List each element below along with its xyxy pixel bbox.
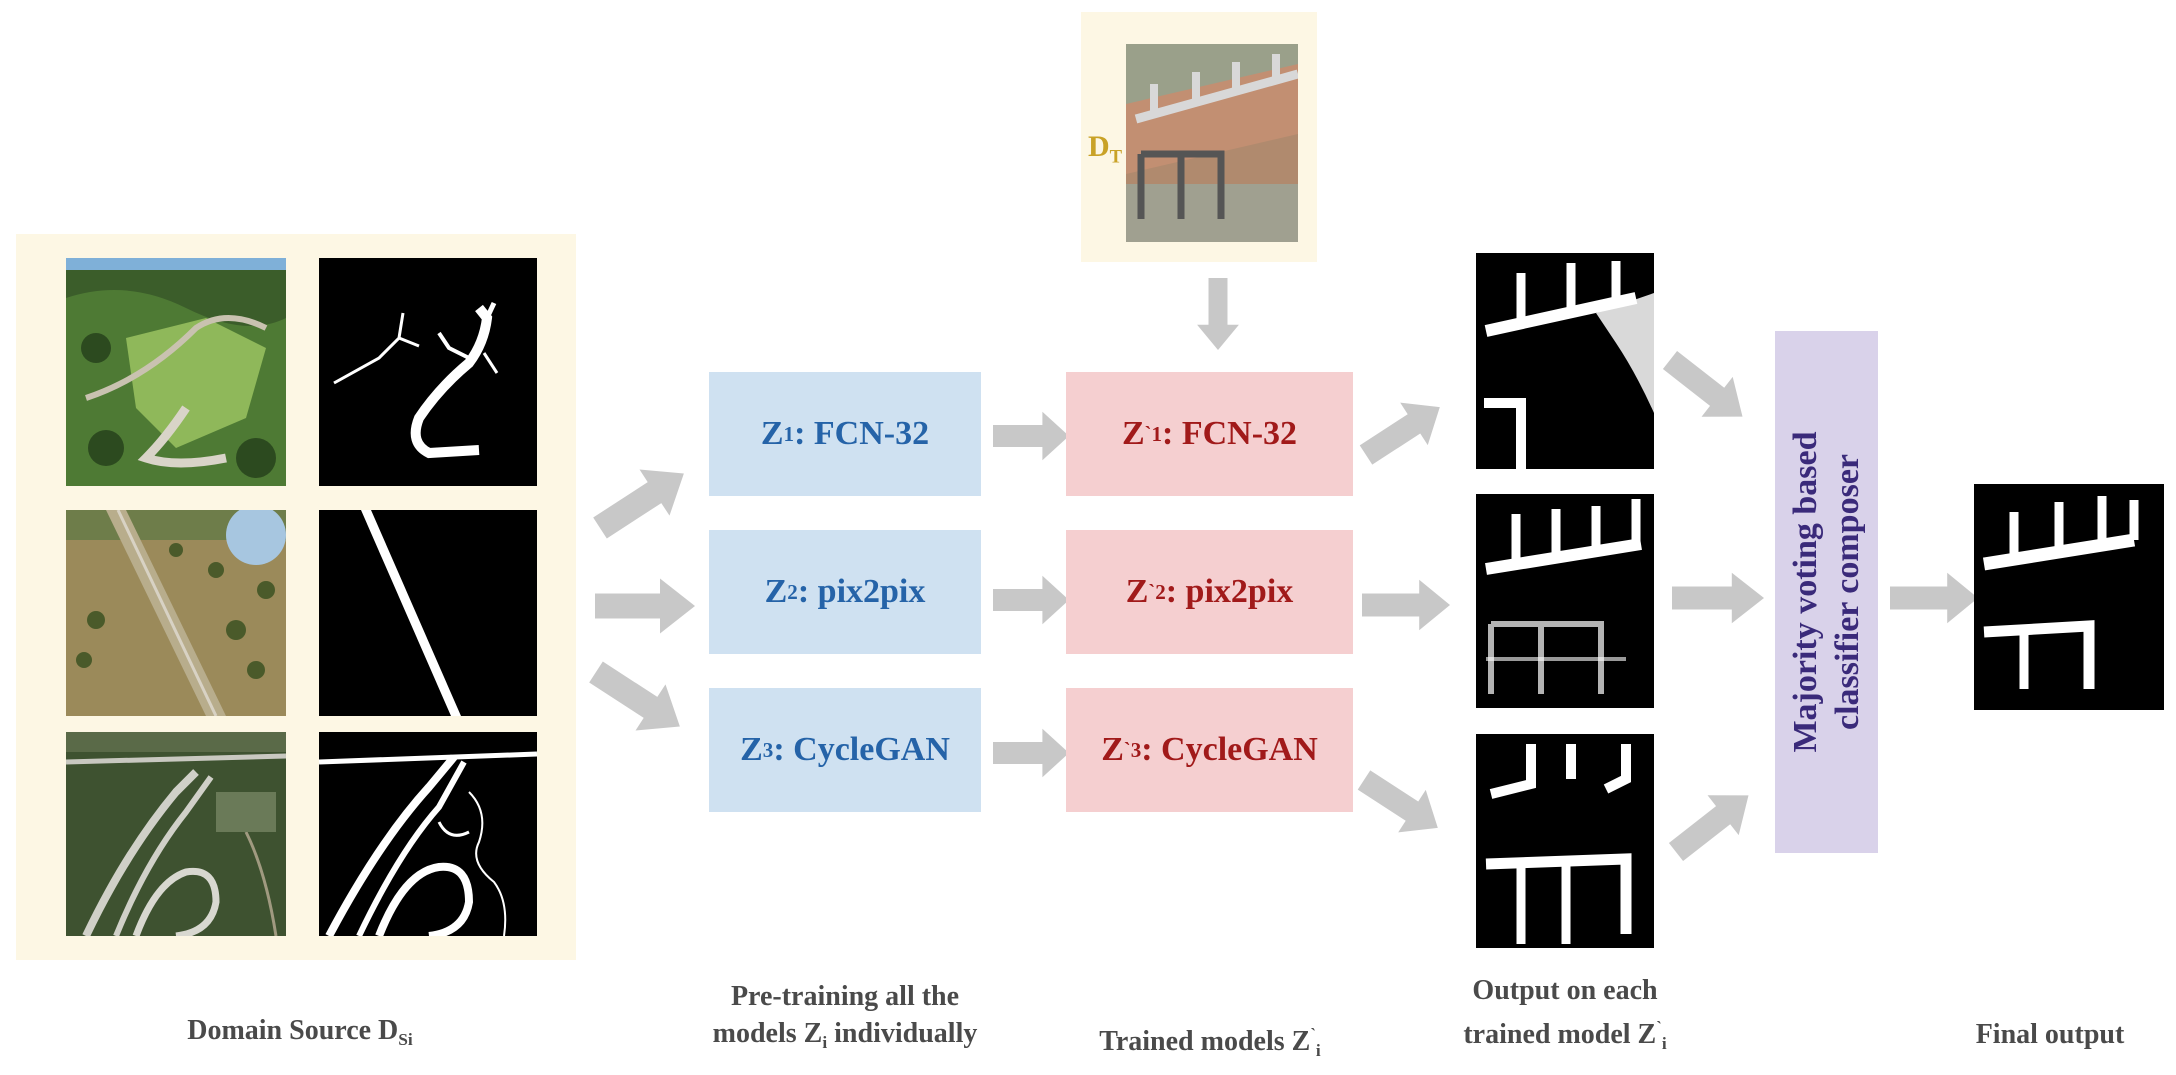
caption-final-output: Final output [1975, 1019, 2125, 1050]
arrow-trained1-to-out1 [1352, 385, 1454, 477]
arrow-z3-to-trained3 [993, 728, 1069, 778]
output-mask-2 [1476, 494, 1654, 708]
caption-pretraining: Pre-training all the models Zi individua… [712, 981, 978, 1053]
source-image-2 [66, 510, 286, 716]
arrow-out2-to-composer [1672, 572, 1764, 624]
source-image-3 [66, 732, 286, 936]
trained-box-z1: Z`1: FCN-32 [1066, 372, 1353, 496]
output-mask-1 [1476, 253, 1654, 469]
composer-label: Majority voting based classifier compose… [1786, 431, 1866, 753]
arrow-target-down [1197, 278, 1239, 350]
source-image-1 [66, 258, 286, 486]
arrow-source-to-z2 [595, 578, 695, 634]
arrow-source-to-z1 [585, 450, 699, 552]
arrow-z1-to-trained1 [993, 411, 1069, 461]
target-domain-label: DT [1088, 130, 1123, 168]
caption-domain-source: Domain Source DSi [187, 1015, 413, 1050]
trained-box-z2: Z`2: pix2pix [1066, 530, 1353, 654]
target-image [1126, 44, 1298, 242]
majority-voting-composer: Majority voting based classifier compose… [1775, 331, 1878, 853]
final-output-mask [1974, 484, 2164, 710]
caption-outputs: Output on each trained model Z`i [1463, 975, 1667, 1054]
arrow-z2-to-trained2 [993, 575, 1069, 625]
output-mask-3 [1476, 734, 1654, 948]
source-mask-2 [319, 510, 537, 716]
arrow-composer-to-final [1890, 572, 1978, 624]
trained-box-z3: Z`3: CycleGAN [1066, 688, 1353, 812]
source-mask-3 [319, 732, 537, 936]
caption-trained-models: Trained models Z`i [1099, 1025, 1321, 1061]
arrow-trained2-to-out2 [1362, 579, 1450, 631]
source-mask-1 [319, 258, 537, 486]
arrow-out3-to-composer [1660, 775, 1765, 872]
arrow-trained3-to-out3 [1350, 758, 1452, 850]
arrow-out1-to-composer [1654, 340, 1759, 437]
arrow-source-to-z3 [581, 648, 695, 750]
